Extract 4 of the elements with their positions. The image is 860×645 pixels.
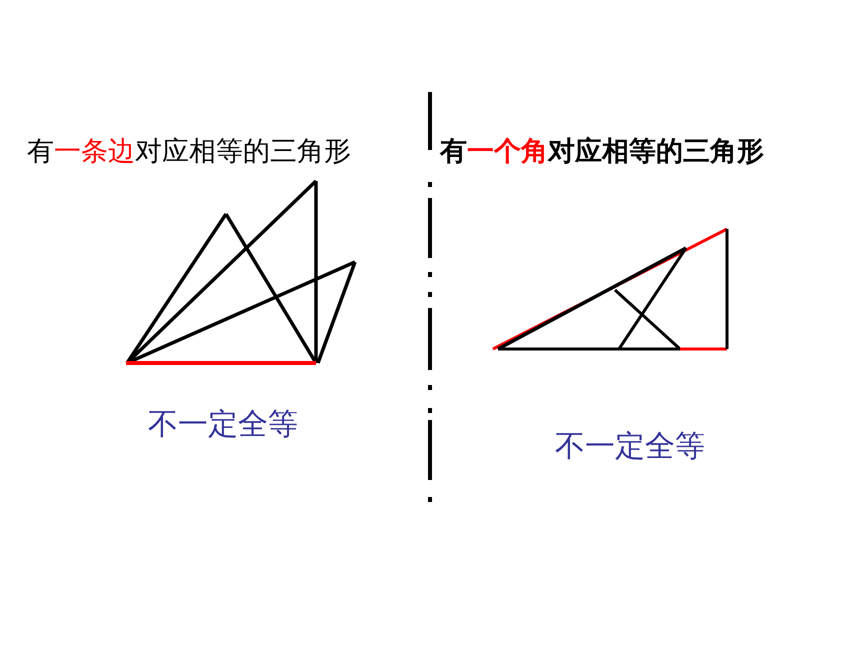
heading: 有一个角对应相等的三角形: [440, 138, 764, 165]
heading: 有一条边对应相等的三角形: [27, 138, 351, 165]
conclusion-text: 不一定全等: [555, 432, 705, 462]
conclusion-text: 不一定全等: [148, 410, 298, 440]
